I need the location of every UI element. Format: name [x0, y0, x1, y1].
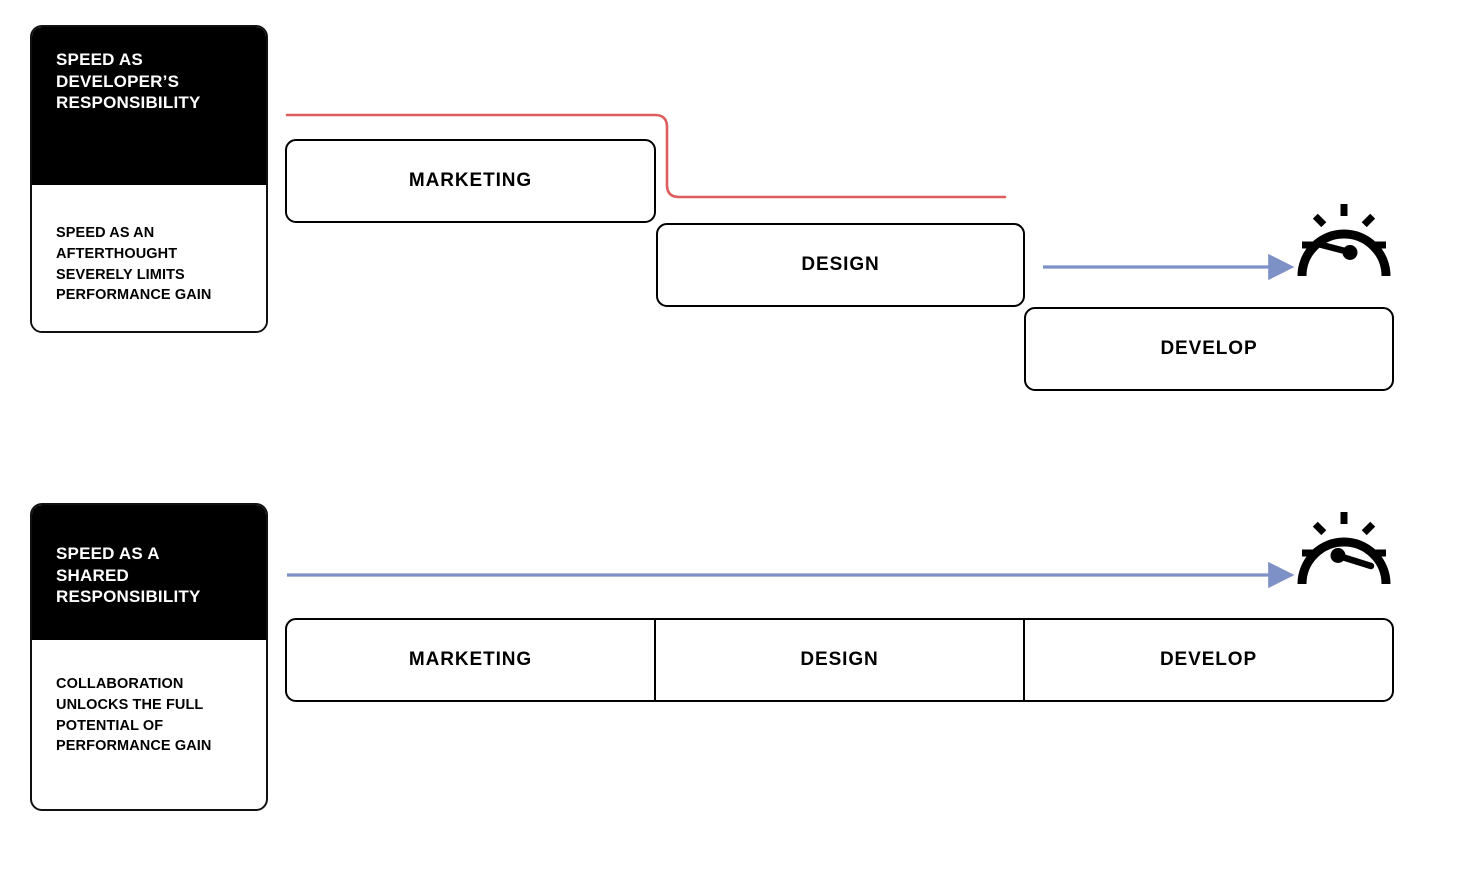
- stage-box-develop-row2[interactable]: DEVELOP: [1023, 620, 1392, 700]
- legend-card-shared-responsibility: SPEED AS A SHARED RESPONSIBILITY COLLABO…: [30, 503, 268, 811]
- stage-label: DESIGN: [801, 254, 880, 275]
- stage-label: MARKETING: [408, 649, 533, 670]
- stage-box-marketing-row1[interactable]: MARKETING: [285, 139, 656, 223]
- stage-box-marketing-row2[interactable]: MARKETING: [287, 620, 654, 700]
- stage-label: DEVELOP: [1159, 649, 1258, 670]
- stage-label: DESIGN: [800, 649, 879, 670]
- stage-box-design-row1[interactable]: DESIGN: [656, 223, 1025, 307]
- legend-card-heading: SPEED AS DEVELOPER’S RESPONSIBILITY: [32, 27, 266, 185]
- speedometer-icon-high: [1297, 512, 1391, 585]
- stage-label: MARKETING: [408, 170, 533, 191]
- legend-card-developer-responsibility: SPEED AS DEVELOPER’S RESPONSIBILITY SPEE…: [30, 25, 268, 333]
- legend-card-body: SPEED AS AN AFTERTHOUGHT SEVERELY LIMITS…: [32, 185, 266, 331]
- speedometer-icon-low: [1297, 204, 1391, 277]
- stage-box-develop-row1[interactable]: DEVELOP: [1024, 307, 1394, 391]
- unified-stage-bar-row2: MARKETING DESIGN DEVELOP: [285, 618, 1394, 702]
- legend-card-heading: SPEED AS A SHARED RESPONSIBILITY: [32, 505, 266, 640]
- stage-label: DEVELOP: [1160, 338, 1258, 359]
- stage-box-design-row2[interactable]: DESIGN: [654, 620, 1023, 700]
- legend-card-body: COLLABORATION UNLOCKS THE FULL POTENTIAL…: [32, 640, 266, 796]
